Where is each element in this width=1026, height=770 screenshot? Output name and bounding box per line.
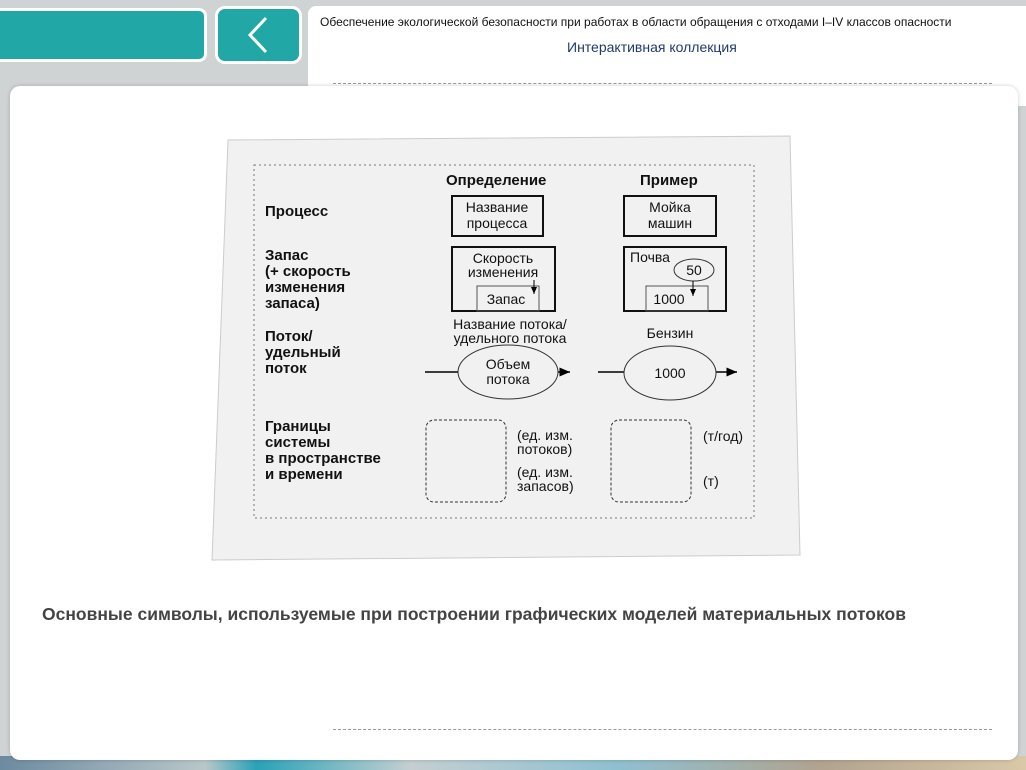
row-bounds: Границы [265,418,331,435]
diagram-label: запасов) [517,478,574,494]
diagram-label: потока [486,371,530,387]
diagram-shape [673,258,715,282]
diagram-shape: (ед. изм.потоков) (ед. изм.запасов) (т/г… [517,427,743,494]
row-flow: удельный [265,344,341,361]
row-bounds: в пространстве [265,450,381,467]
diagram-label: (ед. изм. [517,464,573,480]
diagram-shape: Определение Пример Процесс Запас (+ скор… [265,172,698,483]
collection-subtitle: Интерактивная коллекция [567,39,737,55]
diagram-label: Бензин [647,325,694,341]
diagram-label: (ед. изм. [517,427,573,443]
boundary-example-box [610,419,692,503]
diagram-label: (т/год) [703,428,743,444]
process-box [451,195,544,237]
diagram-shape [476,285,540,312]
course-title: Обеспечение экологической безопасности п… [320,15,952,29]
row-stock: изменения [265,279,345,296]
row-flow: Поток/ [265,328,313,345]
flow-ellipse [457,344,559,400]
row-bounds: системы [265,434,330,451]
row-stock: запаса) [265,295,320,312]
row-process: Процесс [265,203,328,220]
divider [333,729,992,730]
diagram-label: Название [466,199,529,215]
top-bar [0,8,207,62]
diagram-label: 1000 [653,291,684,307]
diagram-label: 50 [686,262,702,278]
row-bounds: и времени [265,466,343,483]
diagram-shape [645,285,709,312]
diagram-label: Мойка [649,199,691,215]
diagram-label: Скорость [473,250,533,266]
diagram-label: Почва [630,249,670,265]
diagram-label: Запас [487,291,526,307]
chevron-left-icon [247,16,267,54]
figure-caption: Основные символы, используемые при постр… [42,604,906,624]
diagram-label: (т) [703,473,719,489]
diagram-label: изменения [468,264,538,280]
row-stock: (+ скорость [265,263,351,280]
col-example: Пример [640,172,698,189]
diagram-label: 1000 [654,365,685,381]
boundary-box [425,419,507,503]
diagram-label: Название потока/ [453,316,567,332]
row-flow: поток [265,360,307,377]
dotted-frame [253,164,755,519]
diagram-label: потоков) [517,441,572,457]
diagram-label: процесса [467,215,528,231]
process-example-box [623,195,717,237]
diagram-label: удельного потока [454,330,567,346]
diagram-shape [247,16,267,54]
row-stock: Запас [265,247,308,264]
diagram-label: Объем [486,356,531,372]
divider [333,83,992,84]
diagram-label: машин [648,215,692,231]
back-button[interactable] [215,6,302,64]
flow-example-ellipse [623,345,717,401]
col-definition: Определение [446,172,546,189]
